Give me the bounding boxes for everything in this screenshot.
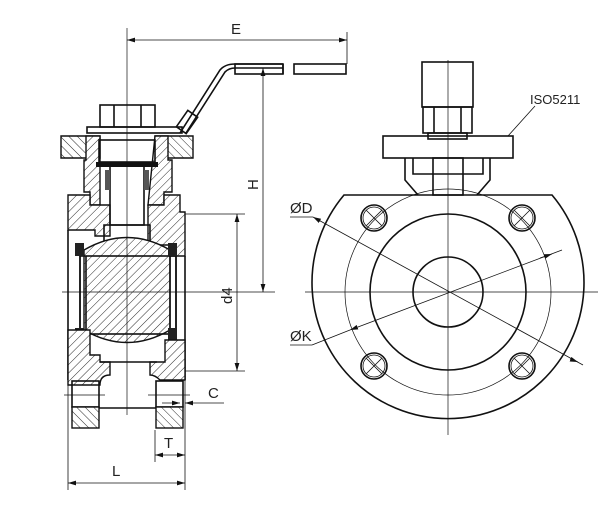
section-view [60,28,347,429]
dim-C: C [208,385,219,402]
end-view: ØD ØK ISO5211 [290,60,598,435]
dim-L: L [112,463,120,480]
seat-top-left [75,243,84,256]
dim-d4: d4 [219,287,236,304]
packing-right [144,170,149,190]
handle-end [293,63,347,75]
seat-top-right [168,243,177,256]
handle-grip [175,109,199,135]
foot-left [71,406,100,429]
dim-T: T [164,435,173,452]
flange-outer [311,194,585,420]
actuator-stem [421,61,474,108]
iso5211-label: ISO5211 [530,92,580,107]
body-upper-left [67,194,111,237]
top-nut-end [422,106,473,134]
seat-bottom-right [168,328,177,340]
dim-E: E [231,21,241,38]
dim-D: ØD [290,200,313,217]
body-lower-left [67,329,111,386]
dim-K: ØK [290,328,312,345]
dimensions: E H d4 C T L [67,21,348,490]
handle-plate [86,126,183,134]
neck-left [83,135,101,206]
body-lower-right [149,339,186,381]
dim-H: H [245,179,262,190]
bolt-holes [360,204,536,380]
foot-right [155,406,184,429]
top-nut [99,104,156,128]
packing-left [105,170,110,190]
